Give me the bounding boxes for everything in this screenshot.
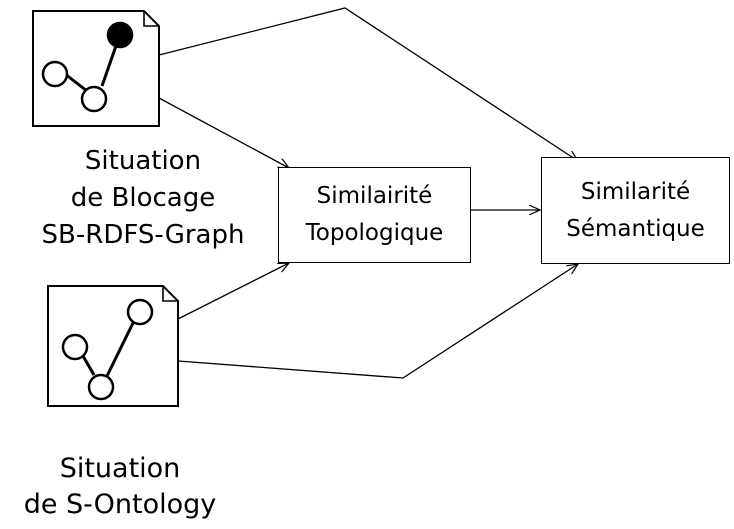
connectors (158, 7, 578, 379)
document-so-label-line2: de S-Ontology (23, 489, 217, 520)
document-sb-label-line2: de Blocage (70, 183, 216, 213)
graph-node (61, 333, 89, 361)
arrow-so-to-topologique (177, 263, 289, 320)
document-s-ontology-icon (47, 285, 179, 407)
document-sb-folded-corner (143, 11, 159, 27)
graph-node (87, 373, 115, 401)
document-so-label-line1: Situation (59, 453, 181, 484)
graph-edge (105, 322, 135, 377)
graph-edge (81, 355, 96, 376)
semantic-similarity-line1: Similarité (580, 178, 691, 205)
document-sb-label-line1: Situation (84, 146, 202, 176)
arrow-so-to-semantique (177, 264, 578, 379)
document-so-label: Situation de S-Ontology (0, 451, 240, 523)
topological-similarity-line2: Topologique (305, 220, 444, 246)
document-sb-rdfs-graph-icon (32, 10, 160, 127)
graph-node (126, 298, 154, 326)
topological-similarity-line1: Similairité (316, 183, 433, 209)
graph-node-filled (106, 21, 134, 49)
graph-node (41, 60, 69, 88)
semantic-similarity-line2: Sémantique (566, 215, 705, 242)
document-sb-label-line3: SB-RDFS-Graph (41, 220, 245, 250)
graph-node (80, 85, 108, 113)
graph-edge (64, 72, 88, 93)
arrow-sb-to-semantique (158, 7, 578, 161)
document-so-folded-corner (162, 286, 178, 302)
graph-edge (100, 42, 119, 87)
document-sb-label: Situation de Blocage SB-RDFS-Graph (8, 143, 278, 254)
semantic-similarity-box: Similarité Sémantique (541, 157, 730, 264)
topological-similarity-box: Similairité Topologique (278, 167, 471, 263)
arrow-sb-to-topologique (158, 97, 289, 168)
